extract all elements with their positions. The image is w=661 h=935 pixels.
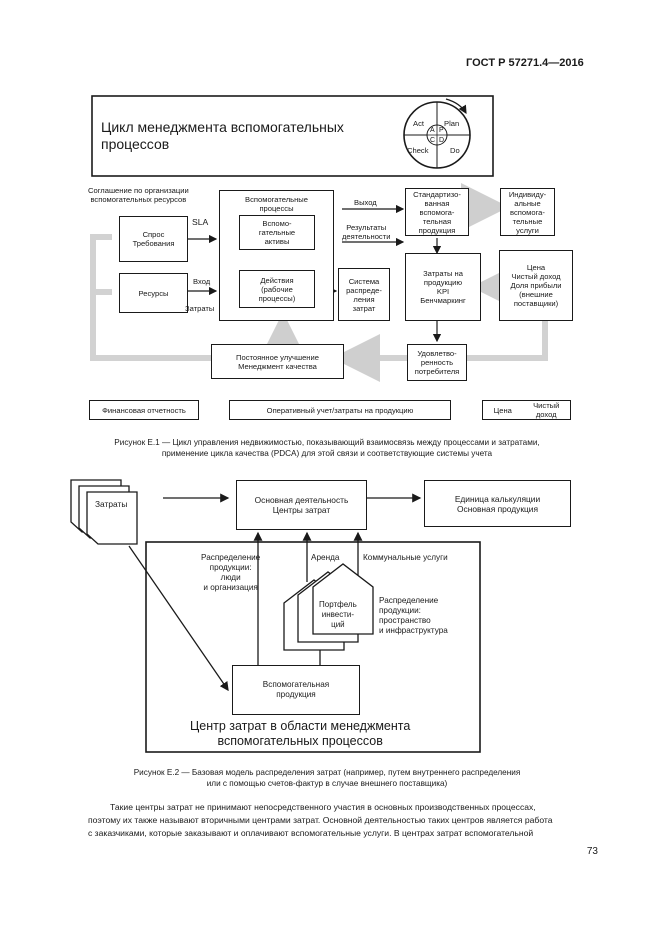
standard-number: ГОСТ Р 57271.4—2016: [466, 57, 584, 69]
fig1-title: Цикл менеджмента вспомогательных процесс…: [101, 119, 344, 152]
pdca-c: C: [430, 137, 436, 144]
pdca-d: D: [439, 137, 445, 144]
cost-center-frame: [145, 541, 481, 753]
utilities-label: Коммунальные услуги: [363, 553, 448, 562]
input-label: Вход: [193, 277, 211, 286]
fig1-title-frame: [91, 95, 494, 177]
feedback-loop: [90, 183, 548, 382]
fin-report-box: Финансовая отчетность: [89, 400, 199, 420]
figure1-caption: Рисунок Е.1 — Цикл управления недвижимос…: [114, 438, 540, 458]
op-account-box: Оперативный учет/затраты на продукцию: [229, 400, 451, 420]
resources-box: Ресурсы: [119, 273, 188, 313]
pdca-plan: Plan: [444, 119, 460, 128]
pdca-act: Act: [413, 119, 424, 128]
figure2-caption: Рисунок Е.2 — Базовая модель распределен…: [133, 768, 521, 788]
fig2-costs-label: Затраты: [95, 499, 128, 509]
pdca-a: A: [430, 127, 435, 134]
pdca-do: Do: [450, 146, 460, 155]
body-paragraph: Такие центры затрат не принимают непосре…: [88, 802, 553, 838]
pdca-cycle-icon: [403, 98, 471, 169]
sla-caption: Соглашение по организации вспомогательны…: [88, 186, 189, 204]
page-number: 73: [586, 846, 598, 857]
output-label: Выход: [354, 198, 377, 207]
fig2-graphics: [70, 479, 481, 753]
pdca-p: P: [439, 127, 444, 134]
sla-label: SLA: [192, 217, 209, 227]
rent-label: Аренда: [311, 553, 340, 562]
costs-label: Затраты: [185, 304, 215, 313]
pdca-check: Check: [407, 146, 429, 155]
